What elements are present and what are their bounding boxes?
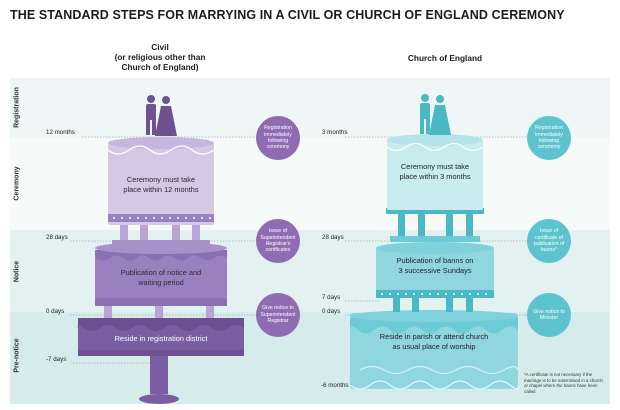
coe-circle-banns-certificate: Issue of certificate of publication of b… [527,219,571,263]
civil-tick-0-days: 0 days [46,308,65,315]
civil-circle-certificates: Issue of Superintendent Registrar's cert… [256,219,300,263]
band-label-notice: Notice [13,260,21,283]
coe-column-title: Church of England [407,53,483,63]
coe-ceremony-text: Ceremony must take place within 3 months [399,162,471,181]
coe-circle-give-notice-text: Give notice to Minister [533,308,565,321]
civil-tick-12-months: 12 months [46,129,75,136]
coe-pillars-upper [386,208,484,242]
coe-tick-0-days: 0 days [322,308,341,315]
civil-circle-give-notice: Give notice to Superintendent Registrar [256,293,300,337]
civil-pre-notice-text: Reside in registration district [114,334,208,343]
civil-couple-topper [146,95,177,136]
coe-circle-registration: Registration immediately following cerem… [527,116,571,160]
band-label-registration: Registration [13,87,21,128]
band-label-pre-notice: Pre-notice [13,338,21,373]
civil-tick-28-days: 28 days [46,234,68,241]
civil-tier-top [107,137,215,225]
coe-tick-7-days: 7 days [322,294,341,301]
band-ceremony [10,138,610,230]
coe-tick-28-days: 28 days [322,234,344,241]
civil-circle-registration: Registration immediately following cerem… [256,116,300,160]
civil-pillars-upper [112,224,210,245]
coe-circle-banns-certificate-text: Issue of certificate of publication of b… [533,228,565,254]
band-label-ceremony: Ceremony [13,166,21,201]
coe-pillars-lower [393,296,473,312]
main-title: THE STANDARD STEPS FOR MARRYING IN A CIV… [10,8,565,22]
coe-couple-topper [420,94,451,135]
civil-tick-minus-7-days: -7 days [46,356,67,363]
coe-tick-minus-6-months: -6 months [321,382,349,389]
civil-pillars-lower [104,306,214,318]
coe-pre-notice-text: Reside in parish or attend church as usu… [379,332,489,351]
coe-circle-give-notice: Give notice to Minister [527,293,571,337]
civil-circle-certificates-text: Issue of Superintendent Registrar's cert… [260,228,296,254]
civil-column-title: Civil (or religious other than Church of… [114,42,206,72]
footnote: *A certificate is not necessary if the m… [524,372,603,394]
coe-tier-middle [376,242,494,298]
coe-tier-top [386,134,484,210]
coe-tick-3-months: 3 months [322,129,348,136]
civil-notice-text: Publication of notice and waiting period [120,268,202,287]
civil-tier-bottom [77,318,244,350]
civil-circle-registration-text: Registration immediately following cerem… [264,125,292,151]
band-registration [10,78,610,138]
civil-cake-stand [78,348,244,404]
civil-circle-give-notice-text: Give notice to Superintendent Registrar [260,305,296,325]
civil-ceremony-text: Ceremony must take place within 12 month… [123,175,199,194]
coe-circle-registration-text: Registration immediately following cerem… [535,125,563,151]
coe-tier-bottom [349,310,519,390]
coe-notice-text: Publication of banns on 3 successive Sun… [396,256,474,275]
